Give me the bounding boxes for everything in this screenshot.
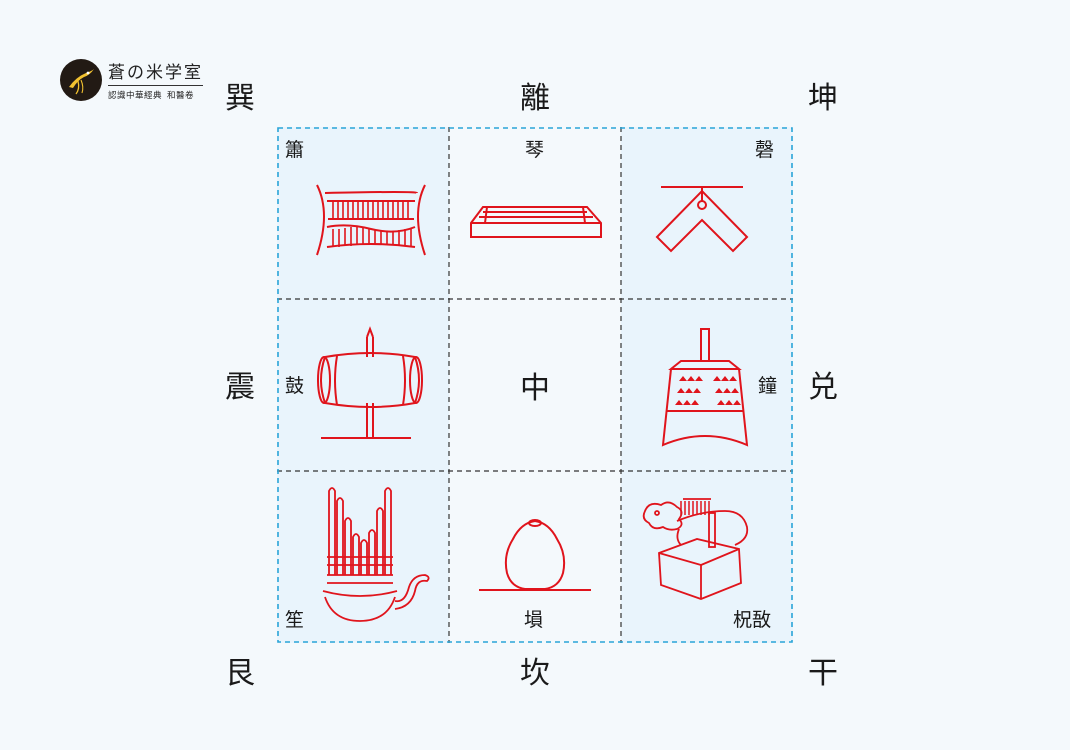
trigram-kan: 坎 (520, 656, 550, 691)
xun-ocarina-icon (479, 519, 591, 591)
label-qing: 磬 (755, 139, 775, 161)
center-label: 中 (520, 371, 550, 406)
logo-subtitle-b: 和醫卷 (167, 91, 195, 101)
label-gu: 鼓 (285, 375, 305, 397)
label-zhuyu: 柷敔 (733, 609, 772, 631)
cell-sheng: 笙 (277, 471, 449, 643)
trigram-kun: 坤 (808, 81, 838, 116)
cell-qin: 琴 (449, 127, 621, 299)
cell-xun: 塤 (449, 471, 621, 643)
trigram-zhen: 震 (225, 370, 255, 405)
label-xiao: 簫 (285, 139, 305, 161)
cell-zhuyu: 柷敔 (621, 471, 793, 643)
brand-logo: 蒼の米学室 認識中華經典和醫卷 (60, 58, 203, 101)
label-xun: 塤 (524, 609, 544, 631)
logo-subtitle-a: 認識中華經典 (108, 91, 163, 101)
trigram-gen: 艮 (225, 656, 255, 691)
crane-bird-icon (60, 58, 102, 101)
logo-title: 蒼の米学室 (108, 58, 203, 86)
instrument-grid: 簫 (277, 127, 793, 643)
cell-gu: 鼓 (277, 299, 449, 471)
label-sheng: 笙 (285, 609, 305, 631)
grid-lines (277, 127, 793, 643)
cell-xiao: 簫 (277, 127, 449, 299)
zhu-yu-tiger-icon (642, 498, 749, 600)
sheng-mouth-organ-icon (322, 487, 430, 622)
drum-icon (317, 326, 423, 439)
label-qin: 琴 (525, 139, 545, 161)
label-zhong: 鐘 (758, 375, 778, 397)
cell-center: 中 (449, 299, 621, 471)
guqin-icon (470, 206, 602, 238)
trigram-dui: 兑 (808, 370, 838, 405)
trigram-xun: 巽 (225, 81, 255, 116)
cell-zhong: 鐘 (621, 299, 793, 471)
chime-stone-icon (655, 186, 749, 253)
trigram-li: 離 (520, 81, 550, 116)
logo-subtitle: 認識中華經典和醫卷 (108, 89, 203, 101)
paixiao-icon (316, 184, 426, 256)
bell-icon (661, 328, 749, 447)
trigram-qian: 干 (808, 656, 838, 691)
cell-qing: 磬 (621, 127, 793, 299)
